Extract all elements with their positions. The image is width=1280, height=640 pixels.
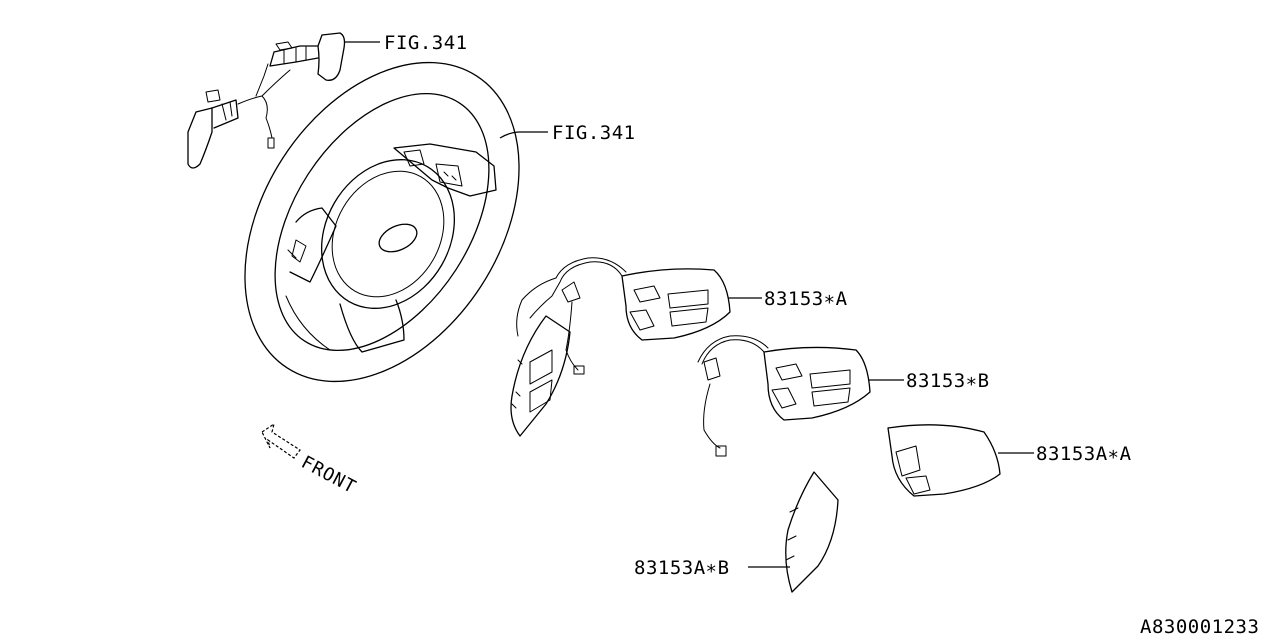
switch-assembly-a xyxy=(510,257,731,437)
callout-cover-a: 83153A∗A xyxy=(1036,443,1132,465)
cover-a xyxy=(887,424,1001,497)
diagram-code: A830001233 xyxy=(1140,616,1259,638)
paddle-shifter-assembly xyxy=(187,32,346,169)
front-direction-arrow: FRONT xyxy=(261,422,360,498)
cover-b xyxy=(785,471,839,593)
callout-fig-wheel: FIG.341 xyxy=(552,122,636,144)
switch-assembly-b xyxy=(697,335,871,457)
callout-cover-b: 83153A∗B xyxy=(634,557,730,579)
leader-lines xyxy=(344,41,1034,568)
callout-switch-a: 83153∗A xyxy=(764,288,848,310)
callout-fig-paddles: FIG.341 xyxy=(384,32,468,54)
front-label: FRONT xyxy=(298,452,360,498)
steering-wheel xyxy=(244,61,520,383)
callout-switch-b: 83153∗B xyxy=(906,370,990,392)
